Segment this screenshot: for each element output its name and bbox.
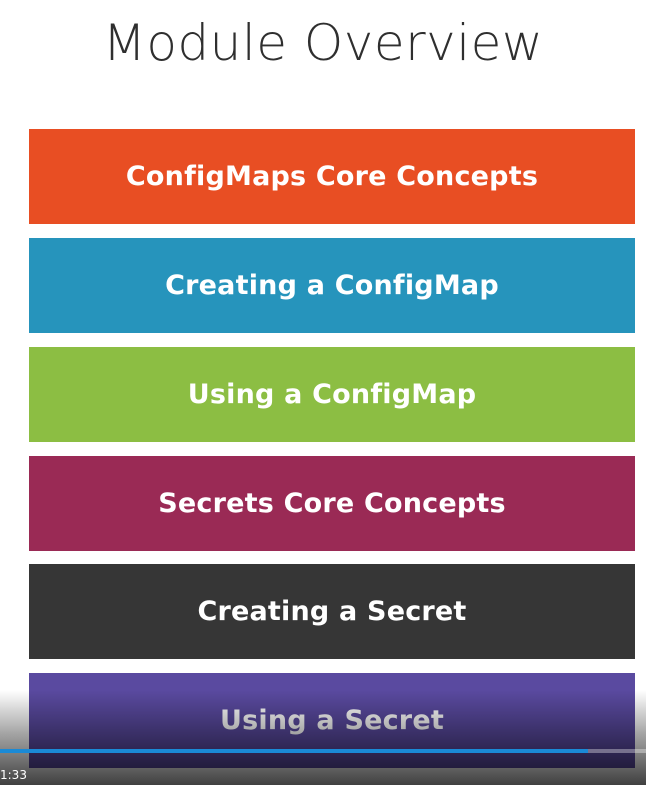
module-item-using-a-configmap: Using a ConfigMap	[29, 347, 635, 442]
current-time-label: 1:33	[0, 768, 27, 782]
module-item-label: Using a Secret	[220, 705, 444, 736]
module-item-using-a-secret: Using a Secret	[29, 673, 635, 768]
module-item-creating-a-secret: Creating a Secret	[29, 564, 635, 659]
seek-bar-progress	[0, 749, 588, 753]
module-item-label: Secrets Core Concepts	[158, 488, 506, 519]
module-item-configmaps-core-concepts: ConfigMaps Core Concepts	[29, 129, 635, 224]
module-item-secrets-core-concepts: Secrets Core Concepts	[29, 456, 635, 551]
module-item-creating-a-configmap: Creating a ConfigMap	[29, 238, 635, 333]
module-item-label: Creating a Secret	[197, 596, 467, 627]
module-item-label: Creating a ConfigMap	[165, 270, 499, 301]
module-item-label: Using a ConfigMap	[187, 379, 477, 410]
slide-title: Module Overview	[102, 14, 544, 72]
module-item-label: ConfigMaps Core Concepts	[125, 161, 539, 192]
seek-bar[interactable]	[0, 749, 646, 753]
